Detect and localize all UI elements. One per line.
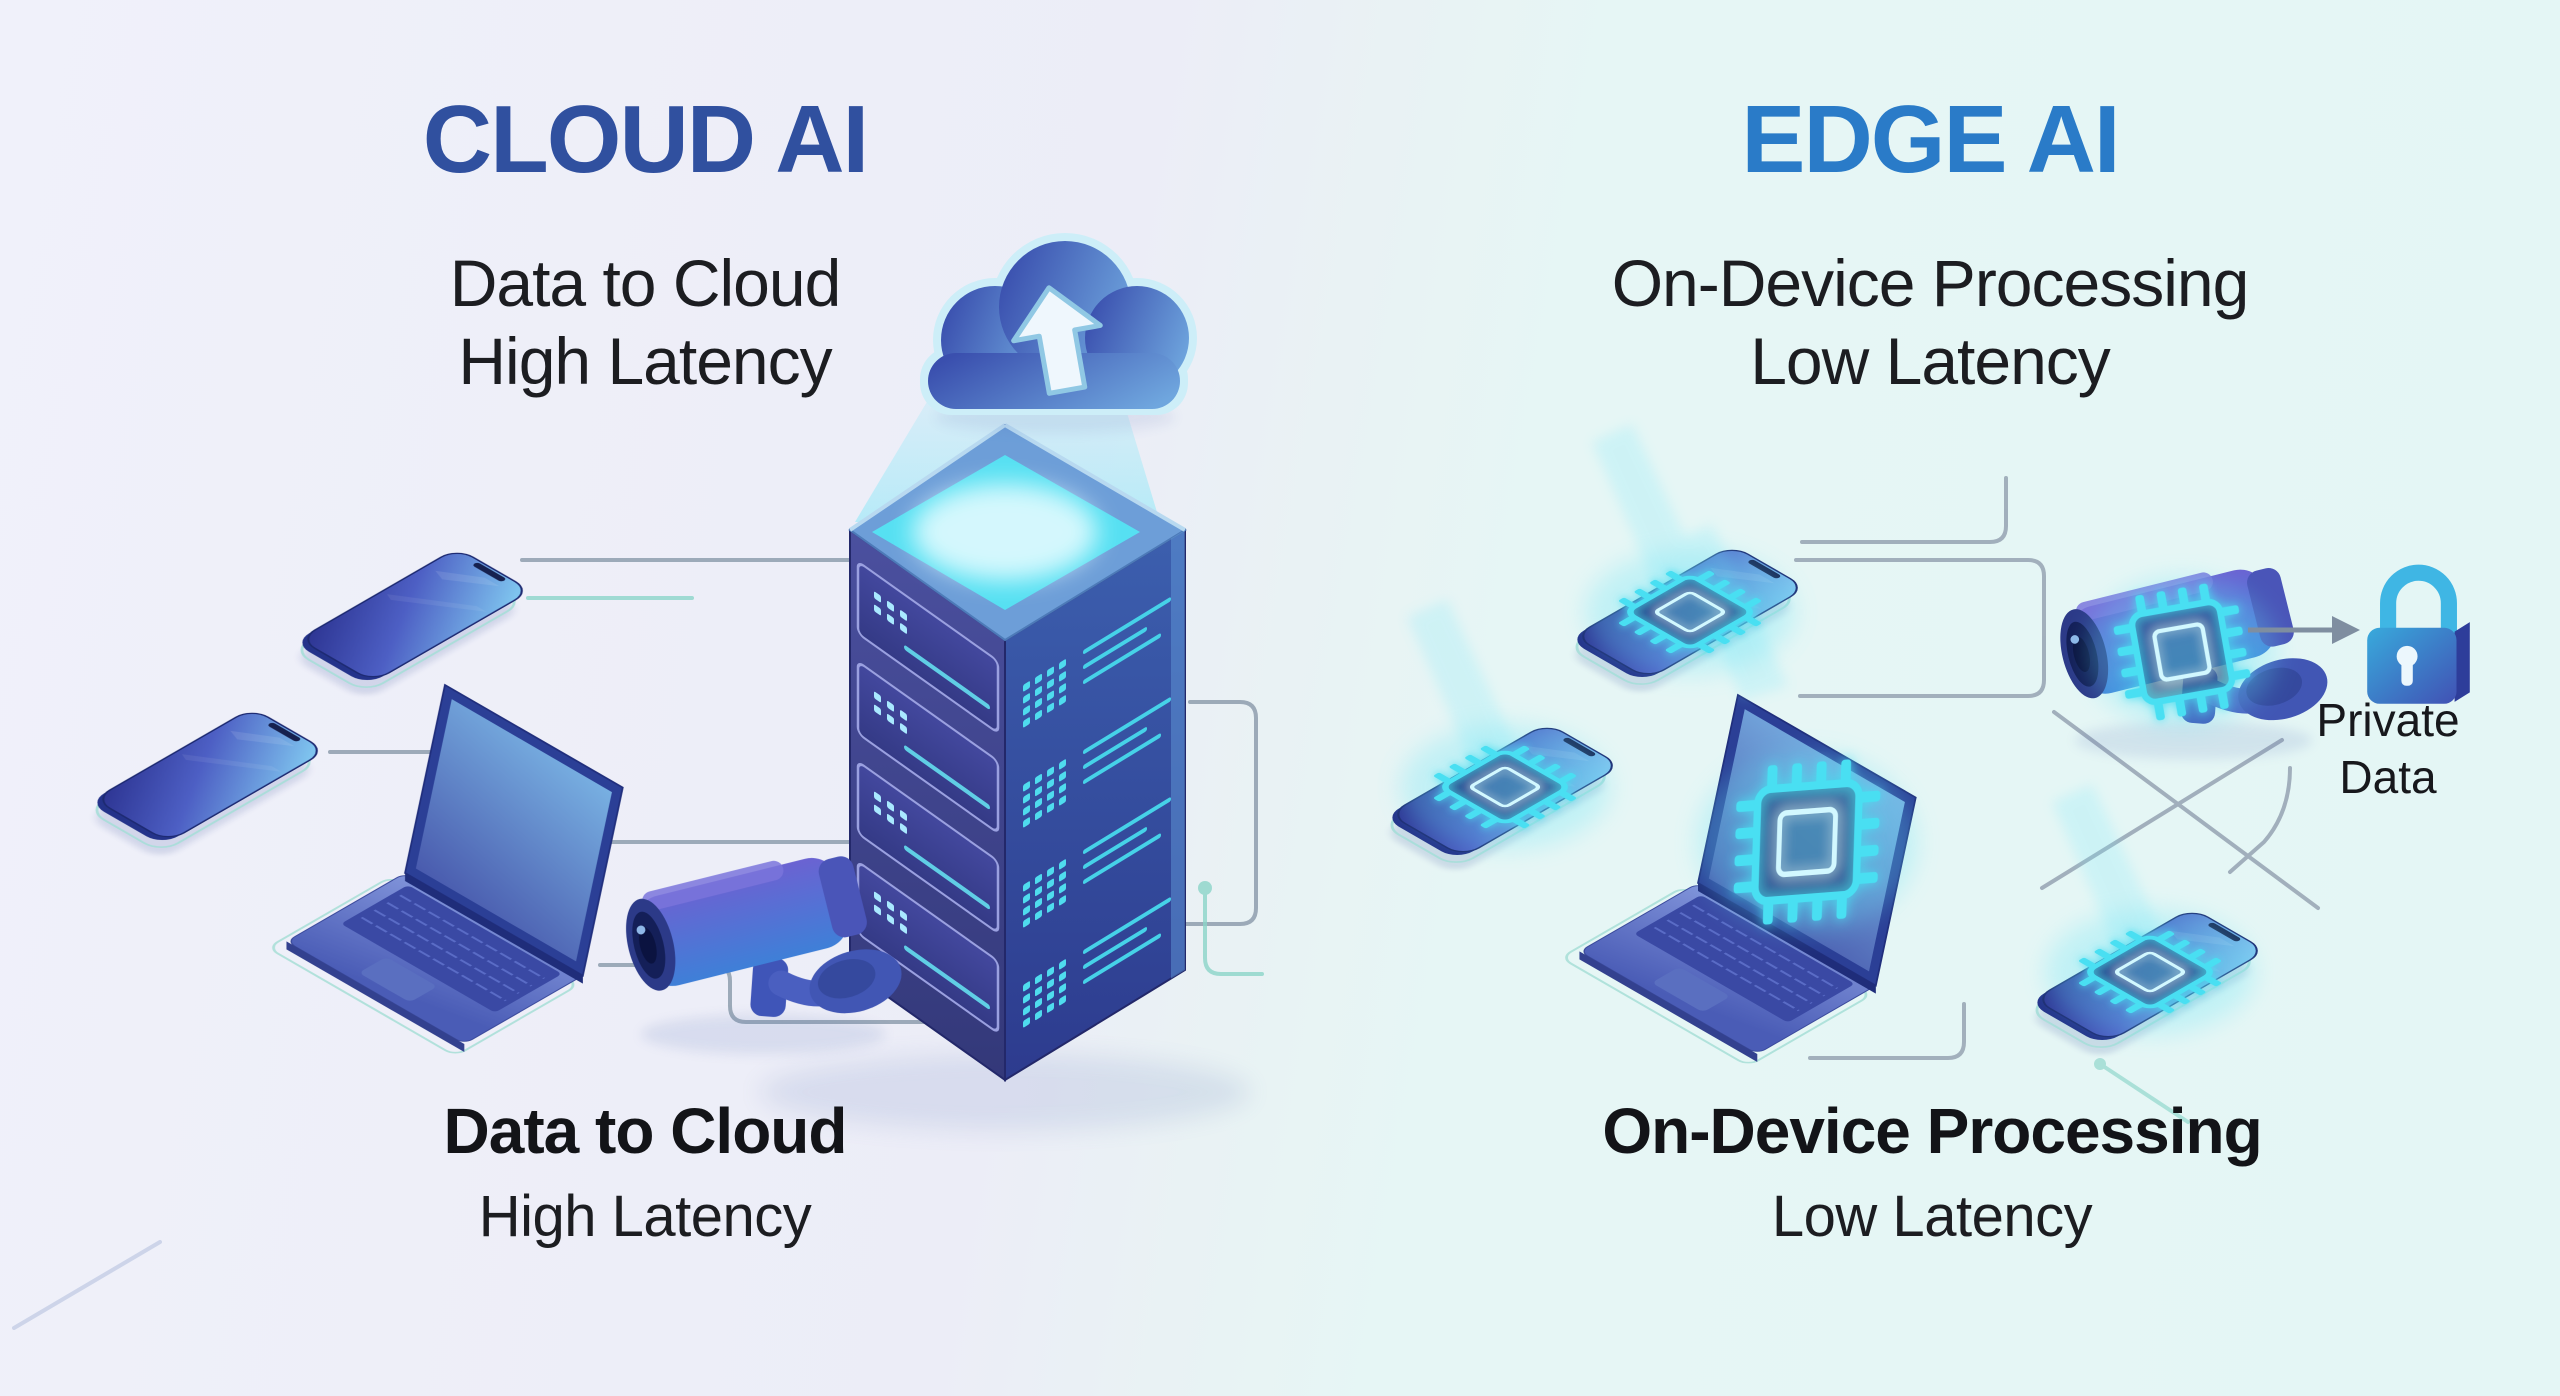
private-data-label: Private Data (2280, 692, 2496, 806)
private-data-label-line1: Private (2316, 694, 2460, 746)
edge-ai-subtitle-line1: On-Device Processing (1611, 246, 2250, 320)
connection-line (1794, 558, 2046, 698)
smartphone-icon (74, 708, 338, 860)
cloud-ai-subtitle-line1: Data to Cloud (449, 246, 842, 320)
connection-line (2228, 766, 2292, 874)
cloud-ai-caption-subtitle: High Latency (478, 1184, 812, 1250)
laptop-icon (266, 683, 624, 1058)
edge-ai-title: EDGE AI (1741, 86, 2120, 193)
connection-line (2098, 1062, 2190, 1124)
private-data-label-line2: Data (2339, 751, 2437, 803)
cloud-ai-caption: Data to Cloud High Latency (125, 1095, 1165, 1250)
connector-node (1198, 881, 1212, 895)
connection-lines-left-teal (526, 596, 1264, 976)
edge-ai-caption: On-Device Processing Low Latency (1412, 1095, 2452, 1250)
connection-line (1203, 886, 1264, 976)
arrow-right-icon (2248, 616, 2360, 644)
connector-node (2094, 1058, 2106, 1070)
cloud-ai-subtitle-line2: High Latency (458, 324, 832, 398)
edge-ai-subtitle: On-Device Processing Low Latency (1410, 244, 2450, 400)
edge-ai-subtitle-line2: Low Latency (1750, 324, 2111, 398)
connection-line (1808, 1002, 1966, 1060)
edge-ai-caption-subtitle: Low Latency (1771, 1184, 2093, 1250)
connection-line (12, 1240, 162, 1330)
cloud-ai-caption-title: Data to Cloud (443, 1095, 848, 1167)
connection-lines-right-teal (2094, 1058, 2190, 1124)
edge-ai-caption-title: On-Device Processing (1602, 1095, 2262, 1167)
cloud-ai-subtitle: Data to Cloud High Latency (125, 244, 1165, 400)
padlock-icon (2367, 573, 2470, 704)
server-icon (760, 423, 1250, 1130)
connection-line (1800, 476, 2008, 544)
cloud-ai-title: CLOUD AI (422, 86, 869, 193)
smartphone-icon (279, 548, 543, 700)
